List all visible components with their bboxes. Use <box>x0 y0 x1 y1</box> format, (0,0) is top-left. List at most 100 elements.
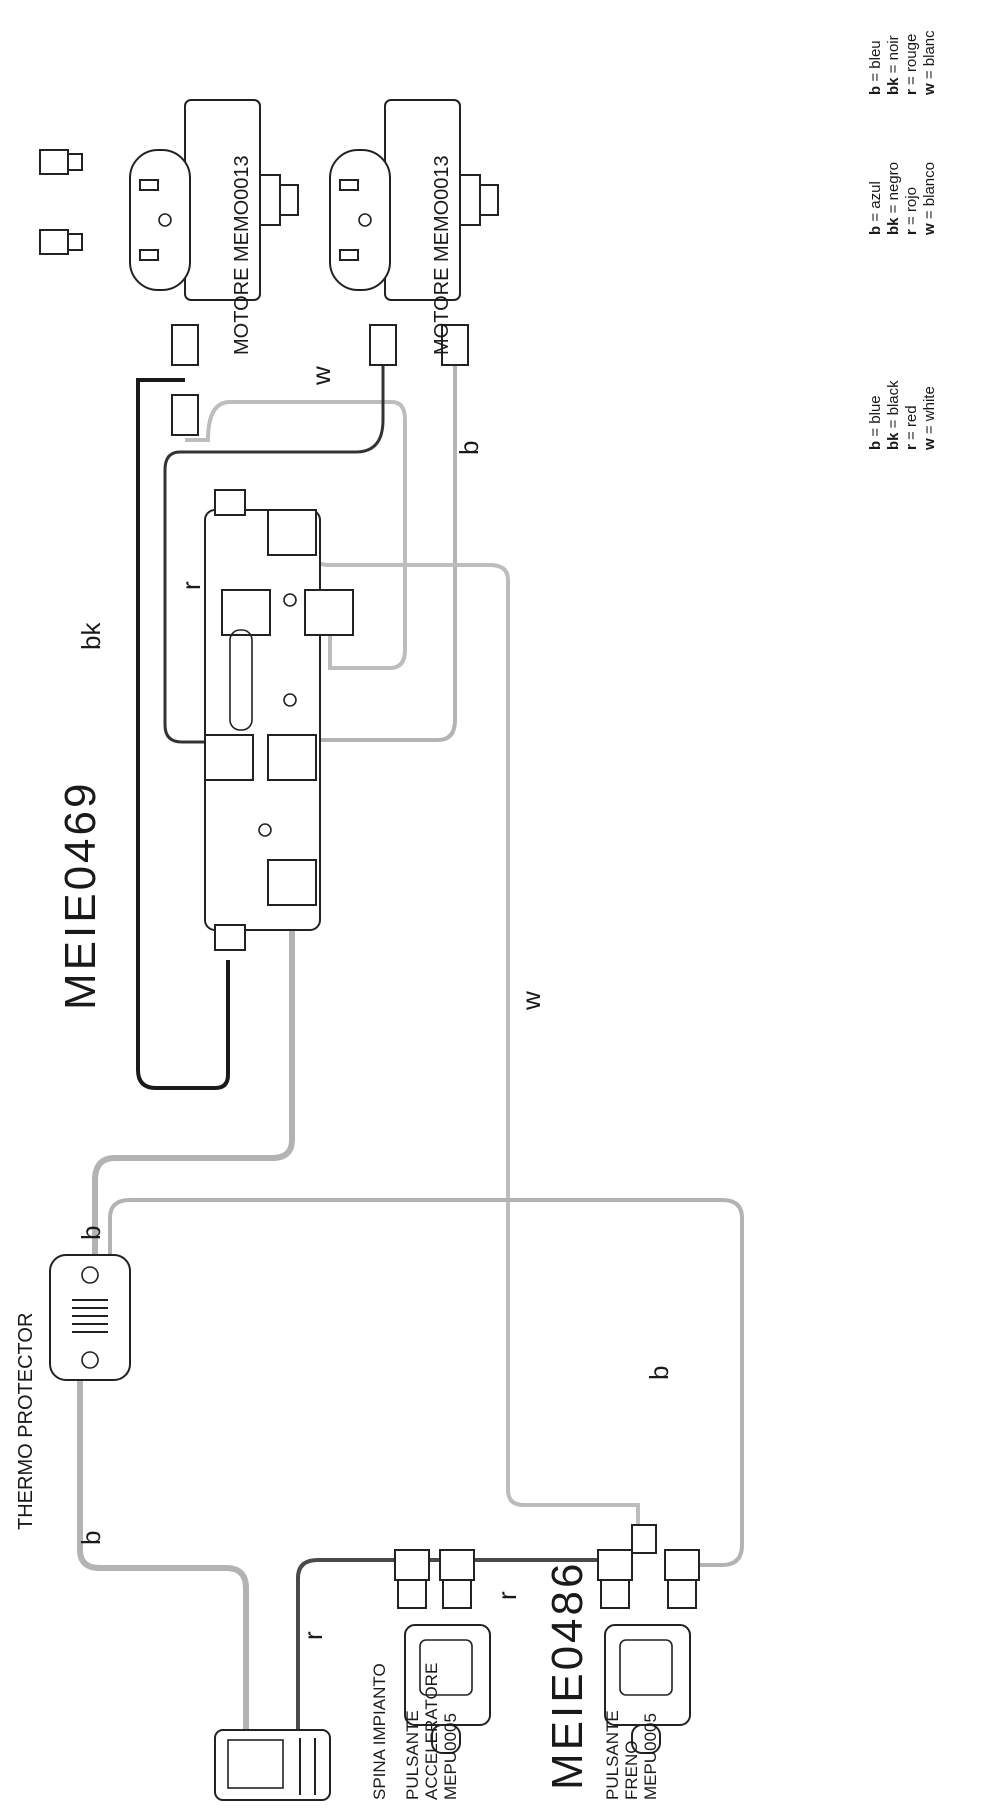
connector-plug <box>369 324 397 366</box>
screw-icon <box>81 1266 99 1284</box>
motor-connector <box>67 233 83 251</box>
motor-connectors <box>171 324 469 436</box>
legend-fr-b: b = bleu <box>867 40 884 95</box>
thermo-body <box>49 1254 131 1381</box>
controller-label: MEIE0469 <box>56 781 105 1010</box>
brake-button <box>604 1624 691 1754</box>
button-face <box>419 1639 473 1696</box>
harness-connector <box>394 1549 430 1581</box>
wire-blue-thermo-left <box>77 1370 249 1730</box>
controller-board <box>204 489 354 951</box>
wire-red-switches <box>296 1558 612 1730</box>
socket-right-lower <box>267 734 317 781</box>
button-plunger <box>431 1724 461 1754</box>
accel-label-1: PULSANTE <box>403 1710 422 1800</box>
plug-label: SPINA IMPIANTO <box>370 1663 389 1800</box>
motor-shaft <box>259 174 281 226</box>
accel-label-2: ACCELERATORE <box>422 1663 441 1800</box>
wire-label-b-loop: b <box>644 1366 674 1380</box>
labels: MOTORE MEMO0013 MOTORE MEMO0013 MEIE0469… <box>15 155 660 1800</box>
motor-shaft-icon <box>158 213 172 227</box>
plug-body <box>214 1729 331 1801</box>
thermo-protector <box>49 1254 131 1381</box>
accelerator-button <box>404 1624 491 1754</box>
harness-junction <box>631 1524 657 1554</box>
wire-label-r: r <box>176 581 206 590</box>
motor-connector <box>67 153 83 171</box>
harness-shell <box>397 1579 427 1609</box>
brake-label-3: MEPU0005 <box>641 1713 660 1800</box>
legend-es-w: w = blanco <box>921 162 938 236</box>
motor-bottom <box>329 99 499 301</box>
connector-plug <box>441 324 469 366</box>
switch-harness-label: MEIE0486 <box>543 1561 592 1790</box>
motor-endcap <box>129 149 191 291</box>
mount-hole-icon <box>258 823 272 837</box>
main-plug <box>214 1729 331 1801</box>
connector-plug <box>171 394 199 436</box>
motor-endcap <box>329 149 391 291</box>
socket-bottom <box>267 859 317 906</box>
wire-labels: bk r w b w b b b r r <box>76 366 674 1640</box>
wire-blue-top <box>298 360 457 742</box>
wire-white-long <box>298 524 640 1545</box>
motor-shaft <box>459 174 481 226</box>
legend-fr-bk: bk = noir <box>885 35 902 95</box>
legend-en-bk: bk = black <box>885 380 902 450</box>
controller-logo-plate <box>229 629 253 731</box>
harness-connector <box>597 1549 633 1581</box>
motor-terminal <box>139 179 159 191</box>
switch-harness <box>394 1524 700 1609</box>
legend-es-r: r = rojo <box>903 187 920 235</box>
wire-label-r-plug: r <box>298 1631 328 1640</box>
plug-window <box>227 1739 284 1789</box>
brake-label-1: PULSANTE <box>603 1710 622 1800</box>
wire-label-r-switch: r <box>492 1591 522 1600</box>
motor-terminal <box>339 179 359 191</box>
wire-label-w-long: w <box>516 991 546 1011</box>
connector-plug <box>171 324 199 366</box>
harness-shell <box>442 1579 472 1609</box>
legend-fr-r: r = rouge <box>903 34 920 95</box>
socket-top-right <box>267 509 317 556</box>
motor-terminal <box>139 249 159 261</box>
controller-tab <box>214 924 246 951</box>
wire-label-bk: bk <box>76 622 106 650</box>
wire-white-top <box>185 400 407 670</box>
motor-shaft-icon <box>358 213 372 227</box>
screw-icon <box>81 1351 99 1369</box>
motor-connector <box>39 229 69 255</box>
legend-en-w: w = white <box>921 386 938 451</box>
harness-shell <box>667 1579 697 1609</box>
harness-shell <box>600 1579 630 1609</box>
motor-bottom-label: MOTORE MEMO0013 <box>431 155 453 355</box>
accel-label-3: MEPU0005 <box>441 1713 460 1800</box>
mount-hole-icon <box>283 593 297 607</box>
wire-blue-thermo-right <box>92 925 295 1260</box>
wire-label-b-thermo-right: b <box>76 1226 106 1240</box>
motor-knob <box>479 184 499 216</box>
harness-connector <box>664 1549 700 1581</box>
button-face <box>619 1639 673 1696</box>
harness-connector <box>439 1549 475 1581</box>
socket-left-lower <box>204 734 254 781</box>
motor-terminal <box>339 249 359 261</box>
legend-en-b: b = blue <box>867 395 884 450</box>
wire-label-w-top: w <box>306 366 336 386</box>
wire-red-controller <box>163 360 385 744</box>
wire-label-b-thermo-left: b <box>76 1531 106 1545</box>
thermo-label: THERMO PROTECTOR <box>15 1313 37 1530</box>
socket-left-upper <box>221 589 271 636</box>
button-plunger <box>631 1724 661 1754</box>
legend-es-bk: bk = negro <box>885 162 902 235</box>
legend-en-r: r = red <box>903 405 920 450</box>
controller-tab <box>214 489 246 516</box>
wire-blue-loop <box>108 1198 744 1567</box>
socket-right-upper <box>304 589 354 636</box>
mount-hole-icon <box>283 693 297 707</box>
legend-fr-w: w = blanc <box>921 30 938 96</box>
motor-top-label: MOTORE MEMO0013 <box>231 155 253 355</box>
legend: b = blue bk = black r = red w = white b … <box>867 30 938 451</box>
wire-black <box>136 378 230 1090</box>
motor-knob <box>279 184 299 216</box>
